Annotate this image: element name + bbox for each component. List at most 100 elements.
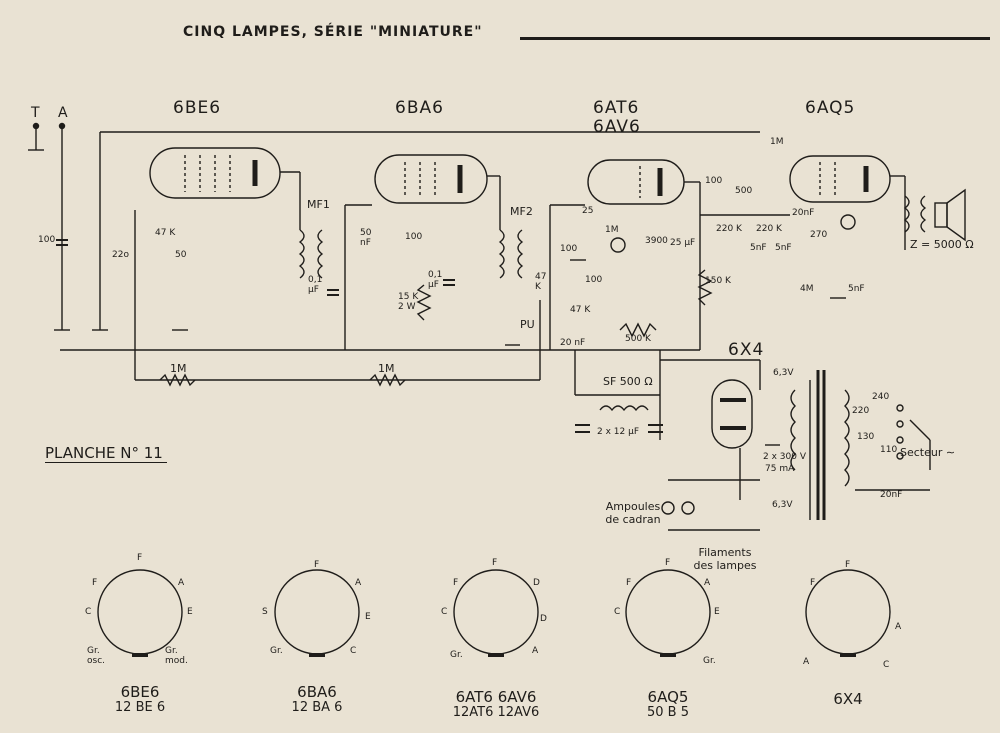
transformer-mf1: MF1	[307, 198, 330, 211]
cap-5nf-a: 5nF	[750, 243, 767, 253]
b3-pin-gr: Gr.	[450, 650, 463, 660]
b1-pin-gr-mod: Gr. mod.	[165, 646, 188, 666]
base-name-6ba6: 6BA6	[297, 683, 337, 701]
cap-100-input: 100	[38, 235, 56, 245]
b4-pin-gr: Gr.	[703, 656, 716, 666]
filter-choke-sf: SF 500 Ω	[603, 375, 653, 388]
base-sub-50b5: 50 B 5	[647, 705, 689, 720]
tap-130: 130	[857, 432, 875, 442]
tap-240: 240	[872, 392, 890, 402]
res-220k-a: 220 K	[716, 224, 742, 234]
cap-01uf-a: 0,1 µF	[308, 275, 323, 295]
cap-100-c: 100	[585, 275, 603, 285]
tube-label-6ba6: 6BA6	[395, 98, 444, 118]
b2-pin-c: C	[350, 646, 357, 656]
b4-pin-a: A	[704, 578, 711, 588]
b2-pin-f: F	[314, 560, 320, 570]
b2-pin-s: S	[262, 607, 268, 617]
antenna-terminal-a: A	[58, 105, 68, 121]
base-name-6aq5: 6AQ5	[647, 688, 689, 706]
b3-pin-f-top: F	[492, 558, 498, 568]
b4-pin-e: E	[714, 607, 720, 617]
volt-6-3-a: 6,3V	[773, 368, 794, 378]
b3-pin-c: C	[441, 607, 448, 617]
cap-50nf: 50 nF	[360, 228, 372, 248]
b1-pin-f-top: F	[137, 553, 143, 563]
b1-pin-c: C	[85, 607, 92, 617]
base-sub-12at6-12av6: 12AT6 12AV6	[452, 705, 540, 720]
page-title: CINQ LAMPES, SÉRIE "MINIATURE"	[183, 24, 483, 40]
tube-label-6av6: 6AV6	[593, 117, 641, 137]
res-100: 100	[405, 232, 423, 242]
antenna-terminal-t: T	[31, 105, 40, 121]
plate-label: PLANCHE N° 11	[45, 444, 163, 462]
tube-label-6aq5: 6AQ5	[805, 98, 856, 118]
res-47k-c: 47 K	[570, 305, 591, 315]
b4-pin-f-left: F	[626, 578, 632, 588]
b3-pin-f-left: F	[453, 578, 459, 588]
res-150k: 150 K	[705, 276, 731, 286]
cap-50-osc: 50	[175, 250, 187, 260]
volt-6-3-b: 6,3V	[772, 500, 793, 510]
res-47k: 47 K	[155, 228, 176, 238]
b5-pin-a-right: A	[895, 622, 902, 632]
cap-5nf-c: 5nF	[848, 284, 865, 294]
res-220k-b: 220 K	[756, 224, 782, 234]
b5-pin-c: C	[883, 660, 890, 670]
cap-5nf-b: 5nF	[775, 243, 792, 253]
b2-pin-e: E	[365, 612, 371, 622]
res-270: 270	[810, 230, 828, 240]
cap-100-out: 100	[705, 176, 723, 186]
b1-pin-e: E	[187, 607, 193, 617]
res-1m-top: 1M	[770, 137, 784, 147]
cap-25: 25	[582, 206, 594, 216]
res-1m-a: 1M	[170, 362, 187, 375]
plate-underline	[45, 462, 167, 463]
potentiometer-500k[interactable]: 500 K	[625, 334, 651, 344]
tap-220: 220	[852, 406, 870, 416]
res-3900: 3900	[645, 236, 668, 246]
res-4m: 4M	[800, 284, 814, 294]
b3-pin-d-top: D	[533, 578, 540, 588]
mains-secteur: Secteur ∼	[900, 446, 956, 459]
cap-25uf: 25 µF	[670, 238, 696, 248]
tube-filaments-label: Filaments des lampes	[693, 546, 757, 572]
cap-500: 500	[735, 186, 753, 196]
transformer-mf2: MF2	[510, 205, 533, 218]
tube-label-6x4: 6X4	[728, 340, 765, 360]
res-15k-2w: 15 K 2 W	[398, 292, 419, 312]
b4-pin-c: C	[614, 607, 621, 617]
filter-caps: 2 x 12 µF	[597, 427, 639, 437]
speaker-impedance: Z = 5000 Ω	[910, 238, 974, 251]
cap-220: 22o	[112, 250, 129, 260]
tube-label-6be6: 6BE6	[173, 98, 222, 118]
b2-pin-a: A	[355, 578, 362, 588]
b3-pin-a: A	[532, 646, 539, 656]
cap-01uf-b: 0,1 µF	[428, 270, 443, 290]
b3-pin-d: D	[540, 614, 547, 624]
b1-pin-f-left: F	[92, 578, 98, 588]
b1-pin-a: A	[178, 578, 185, 588]
tube-label-6at6: 6AT6	[593, 98, 640, 118]
cap-20nf-b: 20nF	[792, 208, 815, 218]
current-75ma: 75 mA	[765, 464, 795, 474]
res-1m-c: 1M	[605, 225, 619, 235]
base-name-6be6: 6BE6	[120, 683, 160, 701]
b4-pin-f-top: F	[665, 558, 671, 568]
cap-20nf-mains: 20nF	[880, 490, 903, 500]
pickup-input[interactable]: PU	[520, 318, 535, 331]
cap-20nf: 20 nF	[560, 338, 586, 348]
cap-100-b: 100	[560, 244, 578, 254]
b2-pin-gr: Gr.	[270, 646, 283, 656]
base-sub-12ba6: 12 BA 6	[291, 700, 343, 715]
b5-pin-f-left: F	[810, 578, 816, 588]
res-47k-b: 47 K	[535, 272, 547, 292]
tap-110: 110	[880, 445, 898, 455]
base-sub-12be6: 12 BE 6	[114, 700, 166, 715]
base-name-6x4: 6X4	[833, 690, 863, 708]
b5-pin-a-left: A	[803, 657, 810, 667]
base-name-6at6-6av6: 6AT6 6AV6	[455, 688, 537, 706]
res-1m-b: 1M	[378, 362, 395, 375]
title-rule	[520, 37, 990, 40]
